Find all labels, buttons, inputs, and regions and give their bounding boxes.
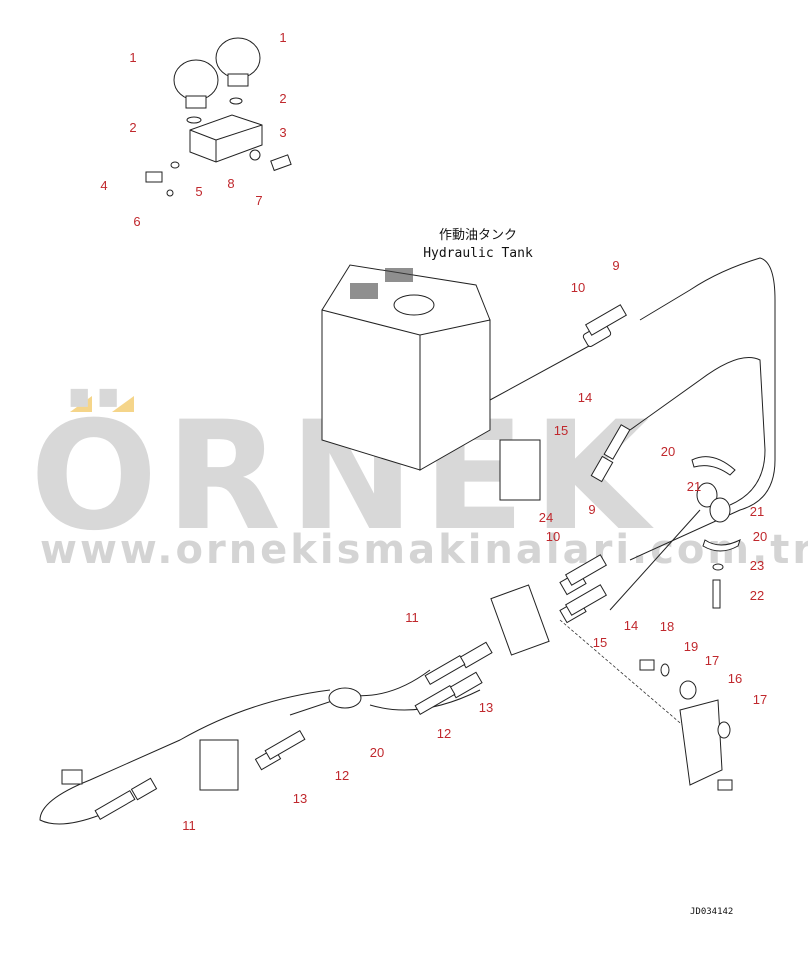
drawing-code: JD034142 bbox=[690, 907, 733, 917]
watermark-accent-icon bbox=[70, 396, 92, 412]
hose-lines bbox=[39, 257, 776, 825]
callout-11: 11 bbox=[182, 818, 196, 833]
hydraulic-tank bbox=[321, 264, 491, 471]
callout-7: 7 bbox=[255, 193, 262, 208]
callout-15: 15 bbox=[593, 635, 607, 650]
callout-1: 1 bbox=[279, 30, 286, 45]
callout-20: 20 bbox=[661, 444, 675, 459]
callout-19: 19 bbox=[684, 639, 698, 654]
callout-21: 21 bbox=[687, 479, 701, 494]
callout-14: 14 bbox=[578, 390, 592, 405]
callout-20: 20 bbox=[370, 745, 384, 760]
callout-11: 11 bbox=[405, 610, 419, 625]
watermark-url: www.ornekismakinalari.com.tr bbox=[40, 527, 808, 573]
watermark-accent-icon bbox=[112, 396, 134, 412]
tank-title-jp: 作動油タンク bbox=[439, 228, 517, 243]
callout-10: 10 bbox=[546, 529, 560, 544]
callout-2: 2 bbox=[279, 91, 286, 106]
callout-2: 2 bbox=[129, 120, 136, 135]
callout-24: 24 bbox=[539, 510, 553, 525]
callout-18: 18 bbox=[660, 619, 674, 634]
callout-13: 13 bbox=[293, 791, 307, 806]
callout-10: 10 bbox=[571, 280, 585, 295]
callout-13: 13 bbox=[479, 700, 493, 715]
callout-9: 9 bbox=[612, 258, 619, 273]
callout-17: 17 bbox=[705, 653, 719, 668]
callout-12: 12 bbox=[437, 726, 451, 741]
callout-12: 12 bbox=[335, 768, 349, 783]
callout-4: 4 bbox=[100, 178, 107, 193]
callout-20: 20 bbox=[753, 529, 767, 544]
callout-14: 14 bbox=[624, 618, 638, 633]
callout-16: 16 bbox=[728, 671, 742, 686]
tank-title-en: Hydraulic Tank bbox=[423, 246, 533, 261]
callout-1: 1 bbox=[129, 50, 136, 65]
callout-8: 8 bbox=[227, 176, 234, 191]
callout-3: 3 bbox=[279, 125, 286, 140]
callout-5: 5 bbox=[195, 184, 202, 199]
callout-17: 17 bbox=[753, 692, 767, 707]
callout-labels: 1 1 2 2 3 4 5 6 7 8 9 10 14 15 20 21 21 … bbox=[100, 30, 767, 833]
callout-15: 15 bbox=[554, 423, 568, 438]
accumulator-assembly bbox=[145, 37, 292, 197]
callout-23: 23 bbox=[750, 558, 764, 573]
callout-6: 6 bbox=[133, 214, 140, 229]
callout-22: 22 bbox=[750, 588, 764, 603]
callout-21: 21 bbox=[750, 504, 764, 519]
callout-9: 9 bbox=[588, 502, 595, 517]
